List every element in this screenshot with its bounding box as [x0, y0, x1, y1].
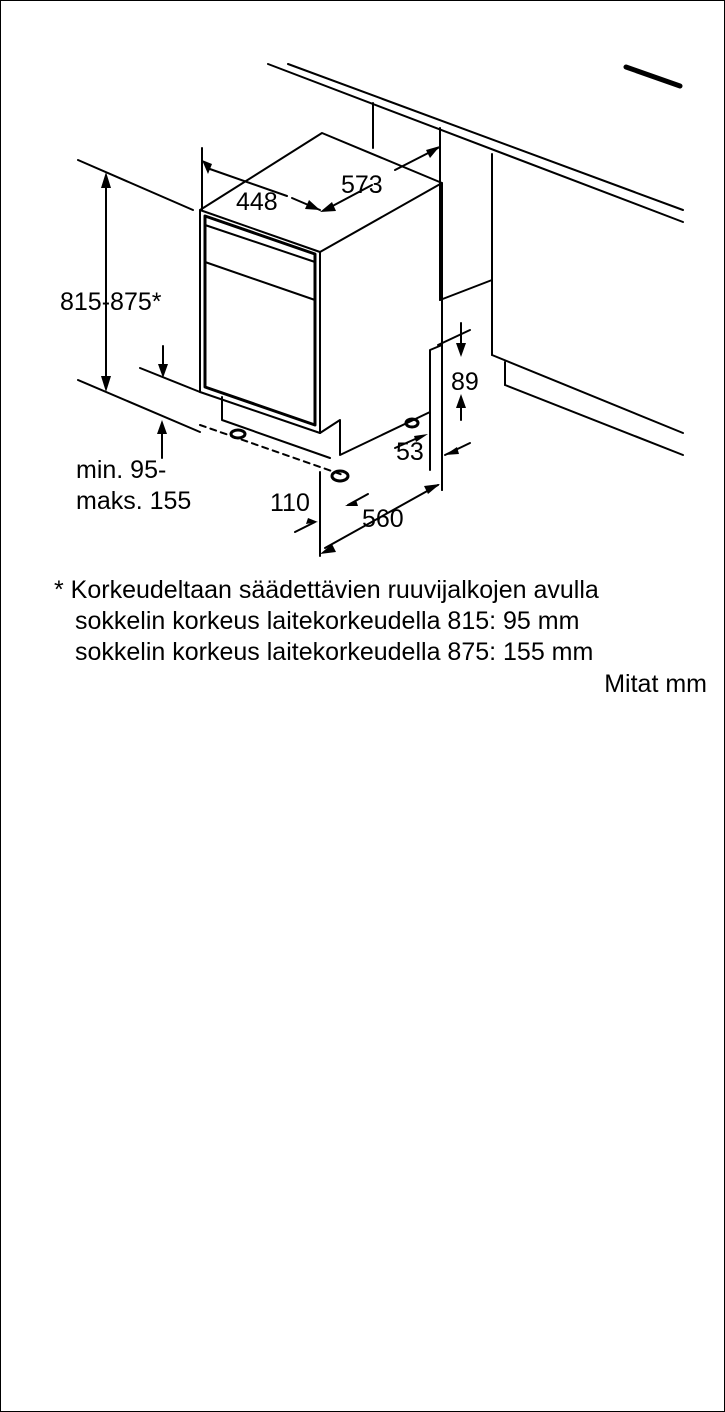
depth-label: 573	[341, 171, 383, 199]
width-label: 448	[236, 188, 278, 216]
plinth-line	[199, 424, 344, 476]
footnote-line-2: sokkelin korkeus laitekorkeudella 815: 9…	[75, 607, 580, 635]
dimension-arrows	[101, 146, 466, 554]
adjustable-feet	[229, 417, 420, 483]
footnote-line-3: sokkelin korkeus laitekorkeudella 875: 1…	[75, 638, 594, 666]
section-break-mark	[623, 64, 683, 89]
recess-height-label: 89	[451, 368, 479, 396]
depth-bottom-label: 560	[362, 505, 404, 533]
footnote-line-1: * Korkeudeltaan säädettävien ruuvijalkoj…	[54, 576, 599, 604]
plinth-max-label: maks. 155	[76, 487, 191, 515]
dishwasher-body	[199, 132, 443, 459]
adjacent-cabinet	[439, 153, 684, 456]
toe-setback-label: 110	[270, 489, 310, 517]
height-label: 815-875*	[60, 288, 162, 316]
installation-dimension-diagram: 448 573 815-875* min. 95- maks. 155 110 …	[60, 63, 684, 557]
plinth-min-label: min. 95-	[76, 456, 166, 484]
units-note: Mitat mm	[604, 670, 707, 698]
plinth-offset-label: 53	[396, 438, 424, 466]
countertop-lines	[267, 63, 684, 301]
